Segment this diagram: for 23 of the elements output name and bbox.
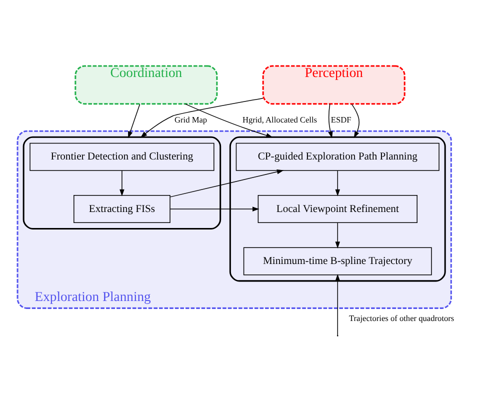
arrow <box>351 103 360 138</box>
node-box: Local Viewpoint Refinement <box>258 194 418 223</box>
arrow <box>170 206 260 211</box>
edge-label: Grid Map <box>174 115 208 124</box>
node-box: Minimum-time B-spline Trajectory <box>243 246 432 275</box>
node-box: Perception <box>262 64 406 104</box>
arrow <box>128 103 140 138</box>
node-box: Frontier Detection and Clustering <box>30 142 214 170</box>
arrow <box>184 103 273 138</box>
node-box: Coordination <box>74 64 218 104</box>
node-box: CP-guided Exploration Path Planning <box>236 142 440 170</box>
arrow <box>335 222 340 248</box>
arrow <box>170 169 284 197</box>
edge-label: Hgrid, Allocated Cells <box>242 115 318 124</box>
arrow <box>140 97 264 138</box>
arrow <box>120 170 124 196</box>
arrow <box>335 274 340 336</box>
node-box: Extracting FISs <box>74 194 170 223</box>
edge-label: ESDF <box>330 115 352 124</box>
arrow <box>328 103 333 138</box>
arrow <box>335 170 340 196</box>
cluster <box>22 136 222 229</box>
edge-label: Trajectories of other quadrotors <box>348 313 454 322</box>
